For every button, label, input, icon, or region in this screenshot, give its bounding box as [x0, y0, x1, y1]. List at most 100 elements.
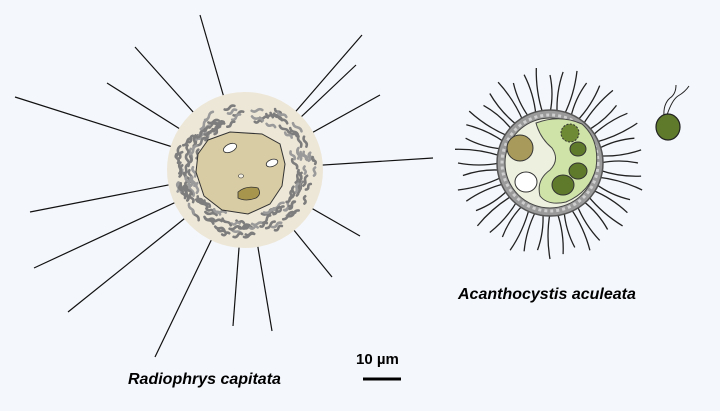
radiophrys-scale [226, 108, 238, 115]
radiophrys-scale [226, 120, 236, 129]
radiophrys-scale [174, 152, 180, 165]
radiophrys-scale [250, 107, 264, 113]
radiophrys-scale [177, 185, 185, 195]
acanthocystis-vacuole [514, 171, 538, 193]
radiophrys-scale [203, 129, 216, 137]
radiophrys-capitata-organism [14, 14, 434, 358]
radiophrys-scale [194, 181, 200, 195]
radiophrys-scale [220, 231, 231, 237]
green-cell-body [655, 113, 681, 141]
radiophrys-vacuole [265, 158, 279, 168]
acanthocystis-symbiont [569, 141, 587, 157]
radiophrys-scale [293, 182, 300, 195]
radiophrys-scale [302, 135, 309, 148]
radiophrys-scale [304, 182, 313, 191]
radiophrys-scale [228, 225, 242, 231]
radiophrys-scale [230, 221, 241, 226]
radiophrys-scale [310, 155, 317, 166]
acanthocystis-spine [483, 104, 513, 131]
radiophrys-scale [196, 136, 207, 147]
radiophrys-scale [187, 202, 195, 215]
radiophrys-scale [188, 192, 195, 204]
radiophrys-scale [205, 207, 215, 214]
radiophrys-scale [278, 124, 290, 134]
radiophrys-capitata-label: Radiophrys capitata [128, 371, 281, 388]
radiophrys-scale [201, 125, 211, 133]
acanthocystis-spine [582, 89, 614, 126]
radiophrys-scale [191, 165, 197, 178]
radiophrys-scale [272, 201, 285, 210]
radiophrys-scale [302, 165, 308, 175]
acanthocystis-aculeata-label: Acanthocystis aculeata [458, 286, 636, 303]
acanthocystis-spine [454, 148, 501, 157]
acanthocystis-spine [563, 210, 576, 248]
radiophrys-vacuole [223, 142, 237, 154]
radiophrys-scale [223, 104, 236, 112]
acanthocystis-spine [547, 212, 551, 260]
radiophrys-scale [289, 150, 297, 161]
radiophrys-scale [287, 200, 297, 208]
acanthocystis-scale-texture [500, 113, 600, 213]
radiophrys-scale [212, 207, 222, 216]
radiophrys-scale [285, 195, 294, 204]
radiophrys-scale [221, 217, 232, 227]
radiophrys-scale [302, 150, 309, 162]
radiophrys-scale [250, 115, 265, 122]
acanthocystis-spine [591, 189, 628, 214]
acanthocystis-spine [556, 212, 564, 255]
radiophrys-scale [175, 181, 181, 193]
acanthocystis-spine [497, 81, 524, 122]
radiophrys-scale [291, 121, 303, 133]
radiophrys-scale [288, 126, 300, 137]
radiophrys-scale [216, 227, 228, 235]
radiophrys-scale [213, 225, 226, 232]
acanthocystis-spine [599, 160, 639, 164]
acanthocystis-spine [465, 137, 503, 150]
radiophrys-scale [242, 232, 256, 239]
flagellum [663, 84, 677, 118]
radiophrys-scale [213, 120, 225, 126]
flagellum [666, 85, 690, 116]
acanthocystis-spine [599, 169, 642, 177]
acanthocystis-spine [570, 208, 591, 251]
radiophrys-scale [296, 146, 301, 160]
radiophrys-scale [199, 118, 209, 131]
radiophrys-scale [188, 183, 196, 197]
acanthocystis-nucleus [506, 134, 534, 162]
acanthocystis-spine [597, 176, 643, 191]
acanthocystis-spine [595, 183, 631, 201]
radiophrys-scale [176, 150, 184, 160]
acanthocystis-spine [512, 82, 530, 118]
radiophrys-scale [265, 112, 275, 119]
acanthocystis-spine [462, 169, 501, 177]
radiophrys-scale [210, 218, 223, 223]
radiophrys-scale [287, 209, 300, 218]
acanthocystis-symbiont [551, 174, 575, 196]
radiophrys-scale [296, 135, 303, 148]
radiophrys-scale [288, 130, 298, 138]
acanthocystis-spine [535, 67, 544, 114]
radiophrys-scale [204, 210, 218, 217]
radiophrys-scale [232, 232, 244, 239]
radiophrys-scale [273, 112, 284, 122]
acanthocystis-spine [576, 204, 601, 241]
radiophrys-scale [283, 131, 293, 139]
radiophrys-scale [276, 205, 285, 213]
acanthocystis-symbiont [560, 123, 580, 143]
radiophrys-scale [312, 166, 317, 177]
radiophrys-scale [230, 113, 242, 122]
acanthocystis-spine [468, 110, 509, 137]
acanthocystis-spine [582, 200, 609, 230]
radiophrys-granule [238, 173, 244, 179]
radiophrys-scale [203, 199, 212, 208]
acanthocystis-spine [563, 70, 578, 116]
acanthocystis-spine [599, 149, 642, 157]
radiophrys-scale [184, 191, 190, 202]
radiophrys-scale [272, 205, 282, 216]
radiophrys-scale [207, 118, 220, 125]
acanthocystis-spine [595, 122, 638, 143]
radiophrys-scale [189, 176, 194, 187]
acanthocystis-spine [536, 212, 544, 251]
radiophrys-scale [276, 111, 288, 119]
